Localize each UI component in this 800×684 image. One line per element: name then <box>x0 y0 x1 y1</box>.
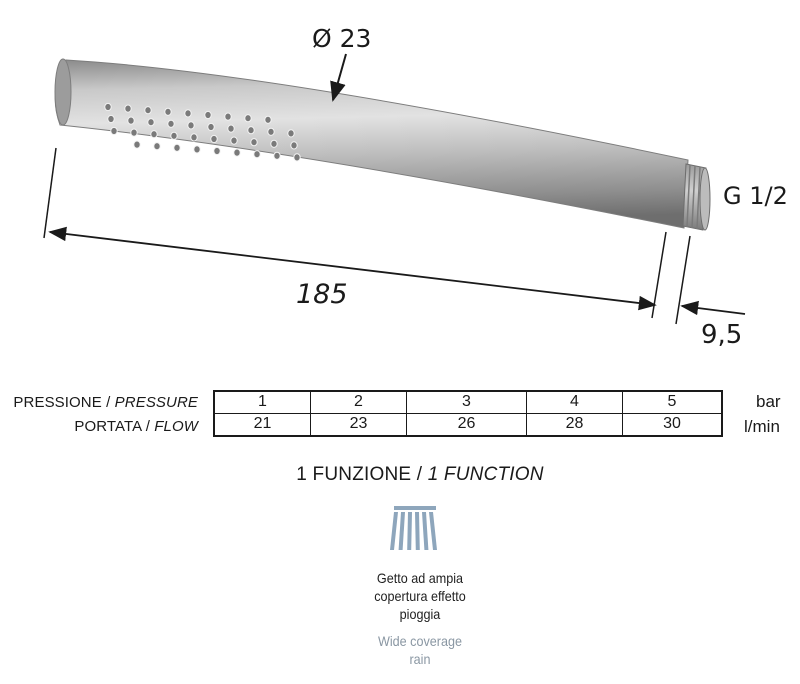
nozzle-dot <box>147 118 155 127</box>
pressure-label-en: PRESSURE <box>114 394 198 411</box>
function-caption-en: Wide coverage rain <box>312 632 528 668</box>
length-dimension-line <box>48 226 657 311</box>
nozzle-pattern <box>104 102 301 162</box>
nozzle-dot <box>153 142 161 151</box>
nozzle-dot <box>207 122 215 132</box>
nozzle-dot <box>110 126 118 136</box>
jet-stream <box>390 512 398 550</box>
rain-jet-icon <box>390 506 437 550</box>
nozzle-dot <box>227 124 235 133</box>
nozzle-dot <box>264 115 272 124</box>
function-title-en: 1 FUNCTION <box>427 464 544 485</box>
handshower-drawing <box>43 53 746 325</box>
length-label: 185 <box>296 279 348 310</box>
nozzle-dot <box>124 104 132 113</box>
nozzle-dot <box>233 148 241 157</box>
jet-stream <box>415 512 420 550</box>
nozzle-dot <box>230 136 238 145</box>
jet-stream <box>398 512 405 550</box>
nozzle-dot <box>213 146 221 156</box>
nozzle-dot <box>173 143 181 152</box>
extension-line-right <box>675 235 691 325</box>
caption-line: rain <box>409 651 431 667</box>
nozzle-dot <box>130 128 138 137</box>
nozzle-dot <box>104 102 112 112</box>
nozzle-dot <box>273 151 281 160</box>
caption-line: pioggia <box>399 606 441 622</box>
diameter-label: Ø 23 <box>312 24 372 53</box>
nozzle-dot <box>287 129 295 138</box>
nozzle-dot <box>170 131 178 140</box>
nozzle-dot <box>210 134 218 144</box>
tube-body <box>54 59 689 229</box>
end-dimension-line <box>680 300 746 316</box>
pressure-cell: 2 <box>311 392 407 414</box>
nozzle-dot <box>150 130 158 139</box>
flow-label-en: FLOW <box>154 418 198 435</box>
pressure-unit: bar <box>756 392 781 411</box>
flow-cell: 21 <box>215 413 311 435</box>
nozzle-dot <box>204 110 212 120</box>
pressure-cell: 3 <box>407 392 527 414</box>
nozzle-dot <box>164 107 172 116</box>
nozzle-dot <box>253 150 261 159</box>
jet-head-bar <box>394 506 436 510</box>
flow-label-it: PORTATA <box>74 418 142 435</box>
end-length-label: 9,5 <box>701 320 743 350</box>
nozzle-dot <box>250 138 258 147</box>
nozzle-dot <box>144 106 152 115</box>
pressure-row-label: PRESSIONE / PRESSURE <box>13 394 198 411</box>
nozzle-dot <box>293 153 301 162</box>
diameter-leader <box>330 53 347 102</box>
nozzle-dot <box>187 121 195 130</box>
nozzle-dot <box>224 112 232 121</box>
flow-cell: 30 <box>663 415 681 433</box>
flow-row-label: PORTATA / FLOW <box>74 418 198 435</box>
tube-face <box>54 58 72 126</box>
jet-stream <box>407 512 412 550</box>
jet-stream <box>422 512 429 550</box>
flow-cell: 28 <box>527 413 623 435</box>
flow-cell: 23 <box>311 413 407 435</box>
function-title: 1 FUNZIONE / 1 FUNCTION <box>296 464 544 485</box>
nozzle-dot <box>244 114 252 123</box>
nozzle-dot <box>190 133 198 142</box>
nozzle-dot <box>127 116 135 125</box>
nozzle-dot <box>247 126 255 135</box>
pressure-cell: 5 <box>623 392 721 414</box>
nozzle-dot <box>193 145 201 154</box>
function-title-it: 1 FUNZIONE <box>296 464 412 485</box>
nozzle-dot <box>133 140 141 149</box>
caption-line: Wide coverage <box>377 633 463 649</box>
nozzle-dot <box>167 119 175 128</box>
flow-cell: 26 <box>407 413 527 435</box>
pressure-flow-table: 1 2 3 4 5 21 23 26 28 30 <box>213 390 723 437</box>
nozzle-dot <box>184 109 192 118</box>
nozzle-dot <box>107 114 115 124</box>
pressure-cell: 1 <box>215 392 311 414</box>
pressure-cell: 4 <box>527 392 623 414</box>
caption-line: Getto ad ampia <box>376 570 464 586</box>
extension-line-left <box>43 147 57 239</box>
caption-line: copertura effetto <box>374 588 466 604</box>
nozzle-dot <box>267 127 275 136</box>
pressure-label-it: PRESSIONE <box>13 394 102 411</box>
nozzle-dot <box>270 139 278 148</box>
flow-unit: l/min <box>744 417 780 436</box>
function-caption-it: Getto ad ampia copertura effetto pioggia <box>312 569 528 623</box>
thread-label: G 1/2 <box>723 182 788 210</box>
nozzle-dot <box>290 141 298 150</box>
threaded-connector <box>682 163 711 231</box>
jet-stream <box>429 512 437 550</box>
